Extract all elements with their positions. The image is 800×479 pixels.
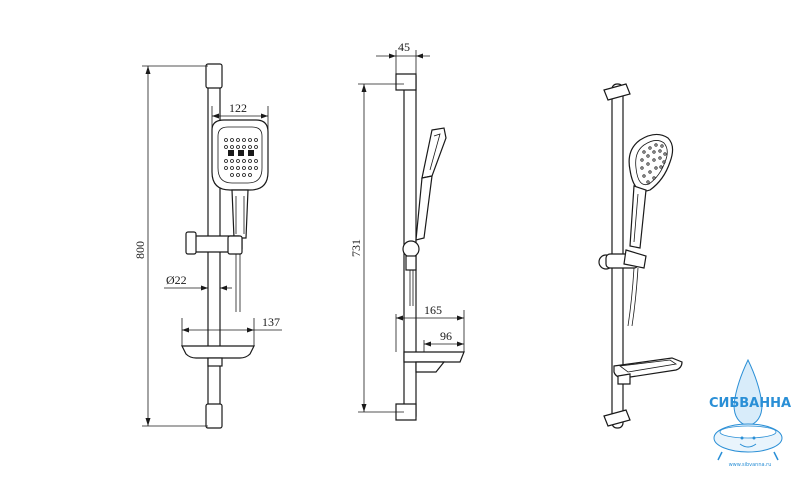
side-view: 45 731 165 96 [349, 40, 465, 421]
front-shower-head [211, 119, 269, 239]
logo-url: www.sibvanna.ru [729, 462, 772, 468]
sibvanna-logo: СИБВАННА www.sibvanna.ru [709, 358, 791, 468]
front-top-bracket [205, 63, 223, 89]
side-shower-head [415, 127, 447, 241]
water-drop-icon [733, 358, 763, 427]
side-bottom-bracket [395, 403, 417, 421]
front-bottom-bracket [205, 403, 223, 429]
side-slide-knob [402, 240, 420, 258]
dim-137: 137 [262, 315, 280, 329]
iso-slide-holder [598, 249, 647, 270]
perspective-view [598, 83, 683, 429]
dim-45: 45 [398, 40, 410, 54]
dim-diameter-22: Ø22 [166, 273, 187, 287]
dim-96: 96 [440, 329, 452, 343]
iso-shower-head [628, 133, 674, 249]
front-nozzle-grid [224, 138, 258, 177]
front-soap-shelf [181, 345, 255, 367]
side-top-bracket [395, 73, 417, 91]
side-soap-shelf [403, 351, 465, 373]
iso-top-bracket [603, 83, 631, 101]
iso-bottom-bracket [603, 409, 631, 427]
front-view: 800 122 Ø22 137 [133, 63, 282, 429]
dim-731: 731 [349, 239, 363, 257]
dim-122: 122 [229, 101, 247, 115]
logo-brand: СИБВАННА [709, 396, 791, 411]
iso-soap-shelf [613, 357, 683, 385]
dim-800: 800 [133, 241, 147, 259]
dim-165: 165 [424, 303, 442, 317]
